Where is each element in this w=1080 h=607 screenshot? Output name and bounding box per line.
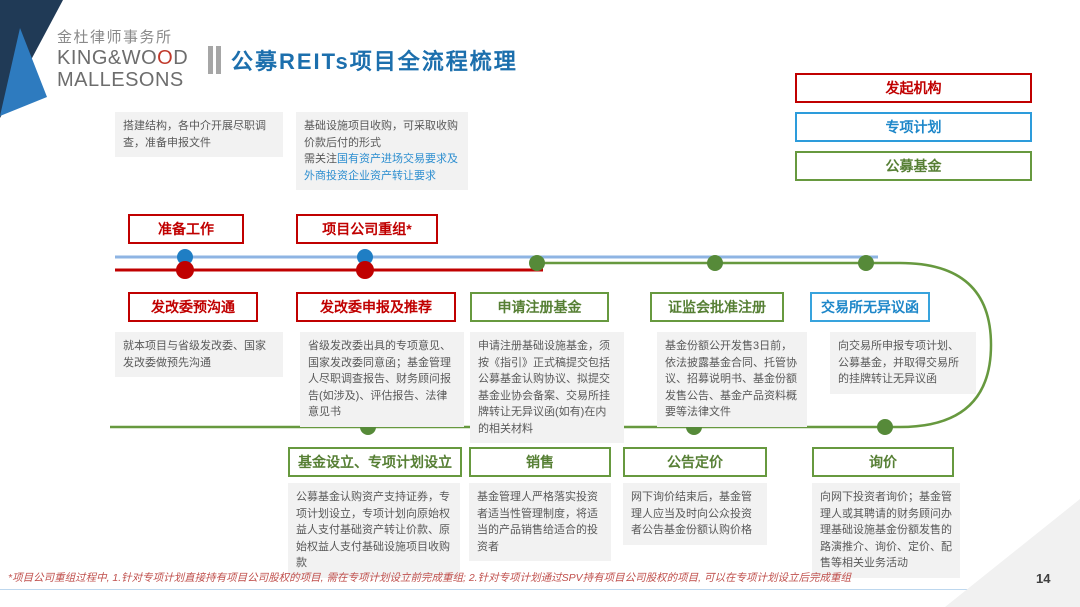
stage-preparation: 准备工作 bbox=[128, 214, 244, 244]
note-fund-setup: 公募基金认购资产支持证券，专项计划设立，专项计划向原始权益人支付基础资产转让价款… bbox=[288, 483, 460, 578]
timeline-dot-green bbox=[707, 255, 723, 271]
legend-sponsor: 发起机构 bbox=[795, 73, 1032, 103]
public-fund-timeline-line bbox=[110, 261, 993, 429]
footer-divider bbox=[0, 589, 1045, 590]
note-exchange-letter: 向交易所申报专项计划、公募基金，并取得交易所的挂牌转让无异议函 bbox=[830, 332, 976, 394]
timeline-dot-red bbox=[176, 261, 194, 279]
stage-ndrc-pre-communication: 发改委预沟通 bbox=[128, 292, 258, 322]
title-block: 公募REITs项目全流程梳理 bbox=[208, 44, 518, 76]
stage-project-company-restructure: 项目公司重组* bbox=[296, 214, 438, 244]
logo-en-line2: MALLESONS bbox=[57, 69, 184, 92]
stage-sales: 销售 bbox=[469, 447, 611, 477]
note-fund-registration: 申请注册基础设施基金，须按《指引》正式稿提交包括公募基金认购协议、拟提交基金业协… bbox=[470, 332, 624, 443]
timeline-dot-green bbox=[877, 419, 893, 435]
stage-fund-registration: 申请注册基金 bbox=[470, 292, 609, 322]
timeline-dot-green bbox=[529, 255, 545, 271]
corner-triangle-decoration-icon bbox=[945, 499, 1080, 607]
legend-public-fund: 公募基金 bbox=[795, 151, 1032, 181]
footnote: *项目公司重组过程中, 1.针对专项计划直接持有项目公司股权的项目, 需在专项计… bbox=[8, 572, 851, 584]
logo-en-line1: KING&WOOD bbox=[57, 46, 189, 69]
note-highlight-text: 国有资产进场交易要求及外商投资企业资产转让要求 bbox=[304, 153, 458, 182]
stage-exchange-no-objection-letter: 交易所无异议函 bbox=[810, 292, 930, 322]
kwm-corner-ribbon-icon bbox=[0, 0, 63, 118]
logo-colored-o: O bbox=[157, 46, 174, 69]
note-ndrc-pre-communication: 就本项目与省级发改委、国家发改委做预先沟通 bbox=[115, 332, 283, 377]
stage-fund-and-plan-setup: 基金设立、专项计划设立 bbox=[288, 447, 462, 477]
stage-csrc-approval: 证监会批准注册 bbox=[650, 292, 784, 322]
timeline-dot-blue bbox=[177, 249, 193, 265]
logo-cn-name: 金杜律师事务所 bbox=[57, 29, 173, 46]
title-accent-bars-icon bbox=[208, 46, 221, 74]
timeline-dot-green bbox=[858, 255, 874, 271]
stage-ndrc-filing-recommendation: 发改委申报及推荐 bbox=[296, 292, 456, 322]
note-structure-prep: 搭建结构，各中介开展尽职调查，准备申报文件 bbox=[115, 112, 283, 157]
page-title: 公募REITs项目全流程梳理 bbox=[231, 49, 518, 74]
stage-inquiry: 询价 bbox=[812, 447, 954, 477]
note-sales: 基金管理人严格落实投资者适当性管理制度，将适当的产品销售给适合的投资者 bbox=[469, 483, 611, 561]
note-ndrc-filing: 省级发改委出具的专项意见、国家发改委同意函；基金管理人尽职调查报告、财务顾问报告… bbox=[300, 332, 464, 427]
note-asset-acquisition: 基础设施项目收购，可采取收购价款后付的形式需关注国有资产进场交易要求及外商投资企… bbox=[296, 112, 468, 190]
note-csrc-approval: 基金份额公开发售3日前，依法披露基金合同、托管协议、招募说明书、基金份额发售公告… bbox=[657, 332, 807, 427]
legend-special-plan: 专项计划 bbox=[795, 112, 1032, 142]
kwm-logo: 金杜律师事务所 KING&WOOD MALLESONS bbox=[57, 29, 189, 92]
stage-pricing-announcement: 公告定价 bbox=[623, 447, 767, 477]
timeline-dot-red bbox=[356, 261, 374, 279]
timeline-dot-blue bbox=[357, 249, 373, 265]
page-number: 14 bbox=[1036, 571, 1051, 586]
note-inquiry: 向网下投资者询价；基金管理人或其聘请的财务顾问办理基础设施基金份额发售的路演推介… bbox=[812, 483, 960, 578]
note-pricing-announcement: 网下询价结束后，基金管理人应当及时向公众投资者公告基金份额认购价格 bbox=[623, 483, 767, 545]
